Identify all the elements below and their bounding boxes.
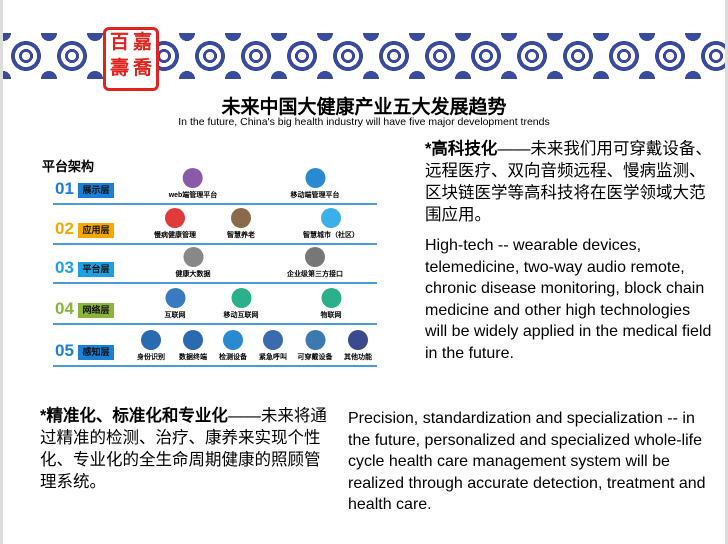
hightech-en: High-tech -- wearable devices, telemedic… [425,237,712,362]
layer-number: 03 [55,258,74,277]
layer-item: 可穿戴设备 [298,330,333,362]
layer-item-label: 检测设备 [219,354,247,361]
seal-char: 喬 [132,58,152,79]
layer-04: 04 网络层互联网 移动互联网 物联网 [53,285,377,325]
uhd-monitor-icon [183,330,203,350]
server-icon [305,247,325,267]
user-cloud-icon [141,330,161,350]
layer-item: 检测设备 [219,330,247,362]
layer-item: 身份识别 [137,330,165,362]
layer-item-label: 紧急呼叫 [259,354,287,361]
layer-05: 05 感知层身份识别 数据终端 检测设备 紧急呼叫 可穿戴设备 其他功能 [53,327,377,367]
layer-01: 01 展示层 web端管理平台 移动端管理平台 [53,165,377,205]
layer-item-label: 其他功能 [344,354,372,361]
layer-item-label: 物联网 [320,312,342,319]
seal-char: 壽 [109,58,129,79]
page-subtitle: In the future, China's big health indust… [178,116,550,128]
internet-icon [165,288,185,308]
layer-name: 网络层 [78,303,114,318]
elderly-icon [231,208,251,228]
layer-name: 感知层 [78,345,114,360]
layer-item-label: 可穿戴设备 [297,354,333,361]
layer-item: 智慧养老 [227,208,255,240]
phone-touch-icon [263,330,283,350]
layer-item: 其他功能 [344,330,372,362]
layer-item-label: 健康大数据 [175,271,211,278]
page-title: 未来中国大健康产业五大发展趋势 [221,97,507,118]
medical-kit-icon [165,208,185,228]
cloud-icon [305,168,325,188]
layer-number: 01 [55,179,74,198]
layer-03: 03 平台层健康大数据 企业级第三方接口 [53,244,377,284]
layer-item: 企业级第三方接口 [287,247,343,279]
hightech-zh-heading: *高科技化 [425,140,498,158]
architecture-title: 平台架构 [42,159,95,174]
layer-item-label: 数据终端 [179,354,207,361]
network-icon [183,168,203,188]
layer-number: 02 [55,219,74,238]
layer-item: 数据终端 [179,330,207,362]
smart-city-icon [321,208,341,228]
tablet-icon [223,330,243,350]
iot-icon [321,288,341,308]
gears-icon [183,247,203,267]
precision-zh-body: ——未来将通过精准的检测、治疗、康养来实现个性化、专业化的全生命周期健康的照顾管… [40,407,327,491]
hightech-zh-body: ——未来我们用可穿戴设备、远程医疗、双向音频远程、慢病监测、区块链医学等高科技将… [425,140,712,224]
precision-en: Precision, standardization and specializ… [348,410,706,514]
layer-item-label: 移动互联网 [223,312,259,319]
seal-char: 百 [109,32,129,53]
layer-item-label: 互联网 [164,312,186,319]
layer-item-label: 移动端管理平台 [290,192,340,199]
layer-item: 智慧城市（社区） [303,208,359,240]
layer-item-label: 身份识别 [137,354,165,361]
layer-item: 移动端管理平台 [291,168,340,200]
watch-icon [305,330,325,350]
layer-name: 平台层 [78,262,114,277]
layer-name: 展示层 [78,183,114,198]
layer-item: 紧急呼叫 [259,330,287,362]
layer-item: 物联网 [321,288,342,320]
layer-item-label: 慢病健康管理 [154,232,196,239]
layer-item-label: 企业级第三方接口 [287,271,343,278]
layer-item-label: 智慧城市（社区） [303,232,359,239]
logo-seal: 百 嘉 壽 喬 [103,27,159,91]
layer-number: 04 [55,299,74,318]
layer-name: 应用层 [78,223,114,238]
seal-char: 嘉 [132,32,152,53]
layer-item: 移动互联网 [224,288,259,320]
precision-zh: *精准化、标准化和专业化——未来将通过精准的检测、治疗、康养来实现个性化、专业化… [40,405,330,493]
lock-icon [348,330,368,350]
layer-item: 互联网 [165,288,186,320]
layer-item-label: 智慧养老 [227,232,255,239]
mobile-icon [231,288,251,308]
layer-item: web端管理平台 [168,168,218,200]
precision-zh-heading: *精准化、标准化和专业化 [40,407,228,425]
layer-item-label: web端管理平台 [168,192,218,199]
layer-item: 慢病健康管理 [154,208,196,240]
layer-number: 05 [55,341,74,360]
hightech-zh: *高科技化——未来我们用可穿戴设备、远程医疗、双向音频远程、慢病监测、区块链医学… [425,138,715,226]
layer-item: 健康大数据 [176,247,211,279]
layer-02: 02 应用层慢病健康管理 智慧养老 智慧城市（社区） [53,205,377,245]
